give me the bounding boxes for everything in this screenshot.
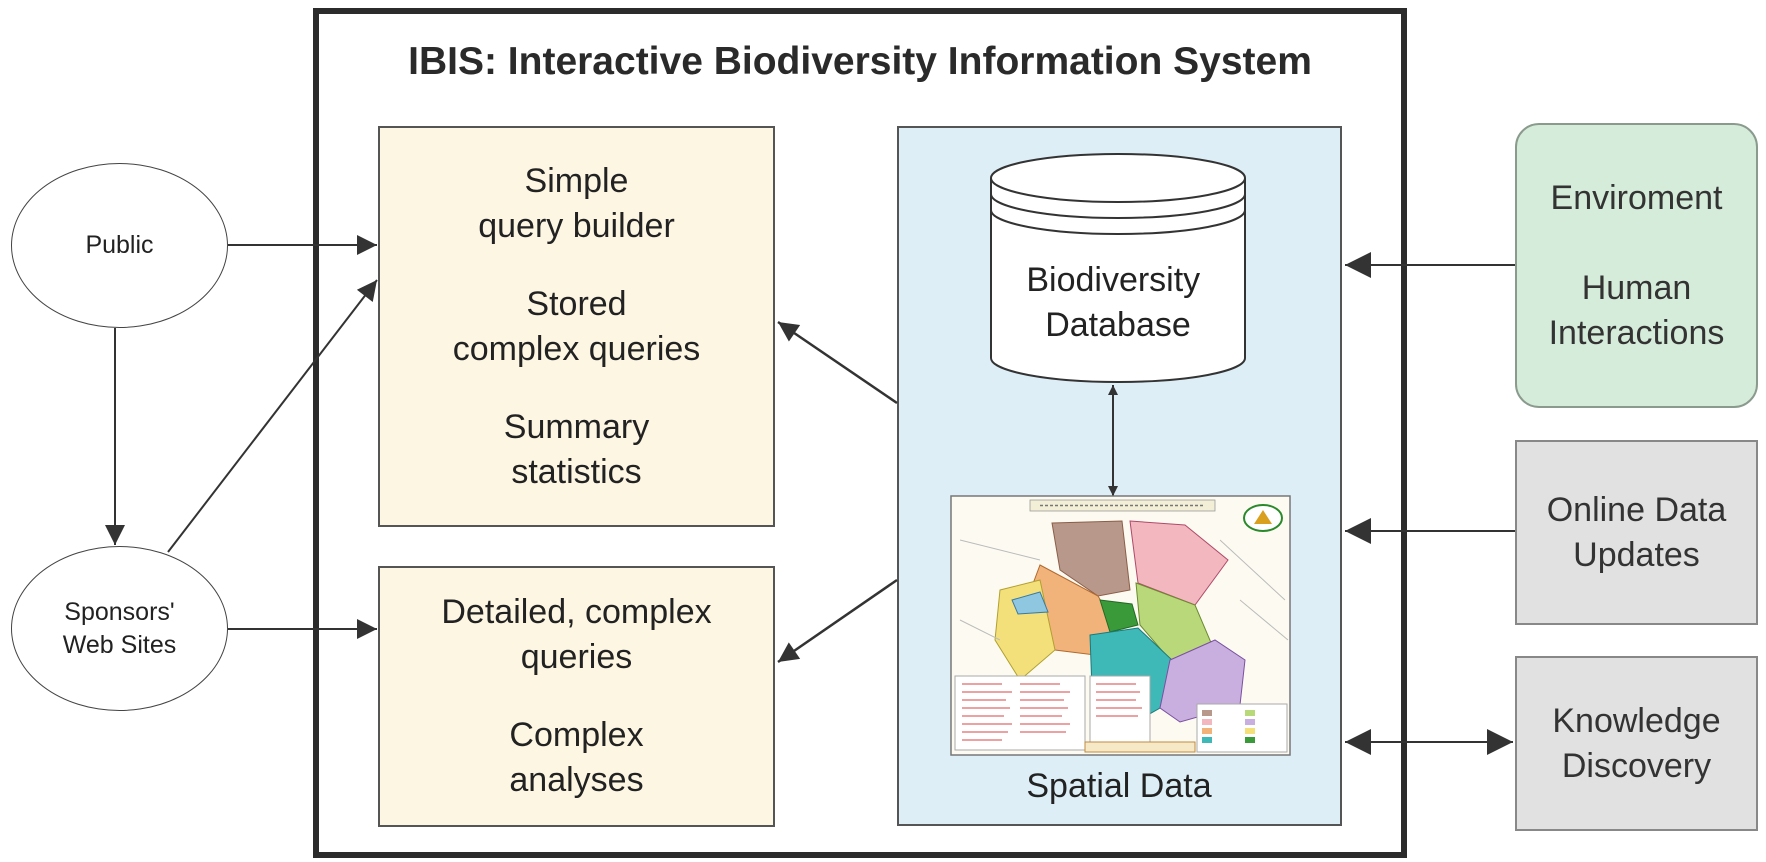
database-label: Biodiversity Database	[1026, 261, 1209, 344]
knowledge-discovery-label: Knowledge Discovery	[1552, 701, 1721, 785]
spatial-data-label: Spatial Data	[1026, 767, 1211, 805]
online-data-updates-box: Online Data Updates	[1515, 440, 1758, 625]
online-data-updates-label: Online Data Updates	[1546, 490, 1727, 574]
sponsors-web-sites-label: Sponsors' Web Sites	[62, 597, 177, 659]
database-cylinder-icon	[990, 153, 1246, 383]
environment-source-box: Enviroment Human Interactions	[1515, 123, 1758, 408]
arrow-spatial-to-queries	[777, 320, 898, 405]
knowledge-discovery-box: Knowledge Discovery	[1515, 656, 1758, 831]
arrow-spatial-to-analysis	[777, 578, 898, 664]
summary-statistics-label: Summary statistics	[503, 407, 650, 491]
river-basin-map-image	[950, 495, 1291, 756]
diagram-title: IBIS: Interactive Biodiversity Informati…	[408, 40, 1312, 83]
arrow-sponsors-to-queries	[167, 279, 378, 553]
query-tools-panel: Simple query builder Stored complex quer…	[378, 126, 775, 527]
stored-complex-queries-label: Stored complex queries	[452, 284, 701, 368]
sponsors-web-sites-actor: Sponsors' Web Sites	[11, 546, 228, 711]
environment-label: Enviroment	[1550, 178, 1723, 217]
public-label: Public	[85, 231, 154, 259]
detailed-complex-queries-label: Detailed, complex queries	[441, 593, 712, 676]
simple-query-builder-label: Simple query builder	[478, 161, 675, 245]
analysis-panel: Detailed, complex queries Complex analys…	[378, 566, 775, 827]
human-interactions-label: Human Interactions	[1548, 268, 1725, 352]
complex-analyses-label: Complex analyses	[509, 716, 644, 799]
public-actor: Public	[11, 163, 228, 328]
